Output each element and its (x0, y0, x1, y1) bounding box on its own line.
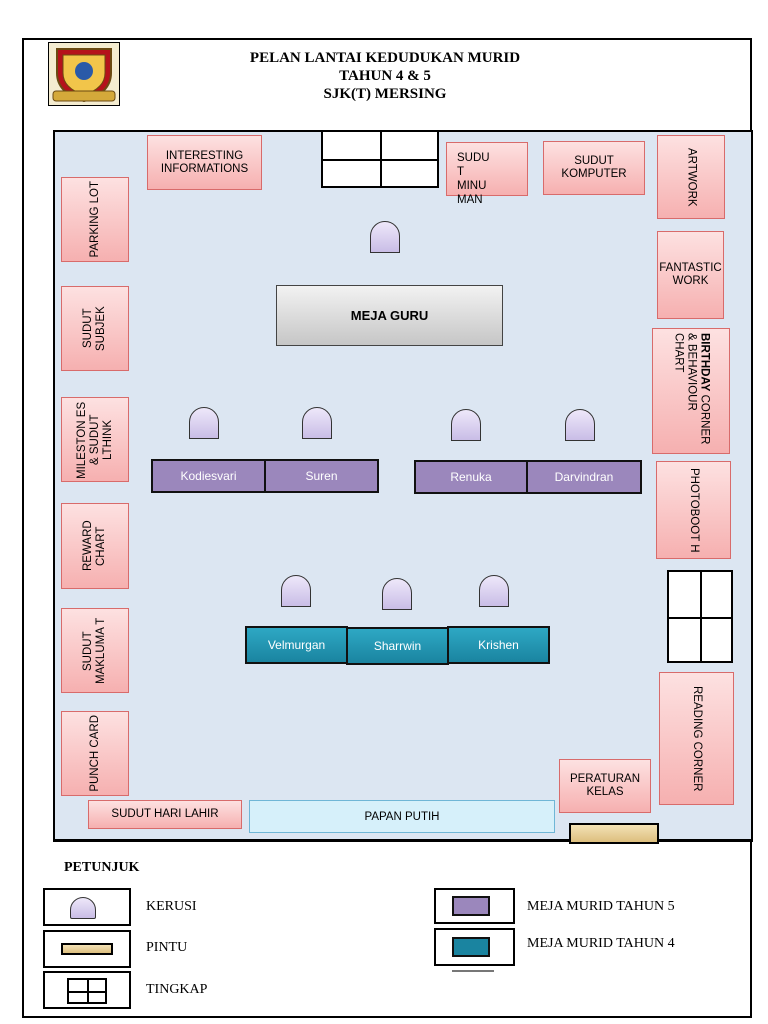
desk-tahun5-renuka: Renuka (414, 460, 528, 494)
legend-door-icon (61, 943, 113, 955)
corner-fantastic-work: FANTASTIC WORK (657, 231, 724, 319)
legend-window-icon (67, 978, 107, 1004)
corner-interesting-informations: INTERESTING INFORMATIONS (147, 135, 262, 190)
corner-artwork: ARTWORK (657, 135, 725, 219)
plan-subtitle-school: SJK(T) MERSING (323, 86, 447, 102)
legend-window-label: TINGKAP (146, 982, 208, 997)
chair-tahun5 (189, 407, 219, 439)
legend-divider (452, 970, 494, 972)
chair-tahun4 (382, 578, 412, 610)
school-logo (48, 42, 120, 106)
legend-window-box (43, 971, 131, 1009)
chair-tahun5 (451, 409, 481, 441)
legend-desk5-icon (452, 896, 490, 916)
desk-tahun4-velmurgan: Velmurgan (245, 626, 348, 664)
window-top (321, 130, 439, 188)
legend-desk4-icon (452, 937, 490, 957)
chair-tahun4 (281, 575, 311, 607)
corner-sudut-subjek: SUDUT SUBJEK (61, 286, 129, 371)
legend-chair-label: KERUSI (146, 899, 197, 914)
desk-tahun4-krishen: Krishen (447, 626, 550, 664)
legend-chair-box (43, 888, 131, 926)
corner-sudut-komputer: SUDUT KOMPUTER (543, 141, 645, 195)
legend-desk4-box (434, 928, 515, 966)
desk-tahun5-kodiesvari: Kodiesvari (151, 459, 266, 493)
whiteboard: PAPAN PUTIH (249, 800, 555, 833)
legend-chair-icon (70, 897, 96, 919)
desk-tahun4-sharrwin: Sharrwin (346, 627, 449, 665)
legend-title: PETUNJUK (64, 860, 140, 875)
chair-tahun5 (302, 407, 332, 439)
corner-parking-lot: PARKING LOT (61, 177, 129, 262)
corner-reading-corner: READING CORNER (659, 672, 734, 805)
corner-sudut-maklumat: SUDUT MAKLUMA T (61, 608, 129, 693)
chair-teacher (370, 221, 400, 253)
corner-birthday-behaviour: BIRTHDAY CORNER & BEHAVIOUR CHART (652, 328, 730, 454)
corner-sudut-hari-lahir: SUDUT HARI LAHIR (88, 800, 242, 829)
corner-reward-chart: REWARD CHART (61, 503, 129, 589)
legend-desk5-box (434, 888, 515, 924)
teacher-desk: MEJA GURU (276, 285, 503, 346)
door (569, 823, 659, 844)
window-right (667, 570, 733, 663)
legend-desk4-label: MEJA MURID TAHUN 4 (527, 936, 675, 951)
chair-tahun4 (479, 575, 509, 607)
plan-subtitle-year: TAHUN 4 & 5 (339, 68, 431, 84)
desk-tahun5-darvindran: Darvindran (526, 460, 642, 494)
corner-sudut-minuman: SUDU T MINU MAN (446, 142, 528, 206)
corner-milestones: MILESTON ES & SUDUT LTHINK (61, 397, 129, 482)
corner-photobooth: PHOTOBOOT H (656, 461, 731, 559)
legend-desk5-label: MEJA MURID TAHUN 5 (527, 899, 675, 914)
chair-tahun5 (565, 409, 595, 441)
corner-peraturan-kelas: PERATURAN KELAS (559, 759, 651, 813)
corner-punch-card: PUNCH CARD (61, 711, 129, 796)
desk-tahun5-suren: Suren (264, 459, 379, 493)
legend-door-label: PINTU (146, 940, 188, 955)
legend-door-box (43, 930, 131, 968)
plan-title: PELAN LANTAI KEDUDUKAN MURID (249, 50, 521, 66)
